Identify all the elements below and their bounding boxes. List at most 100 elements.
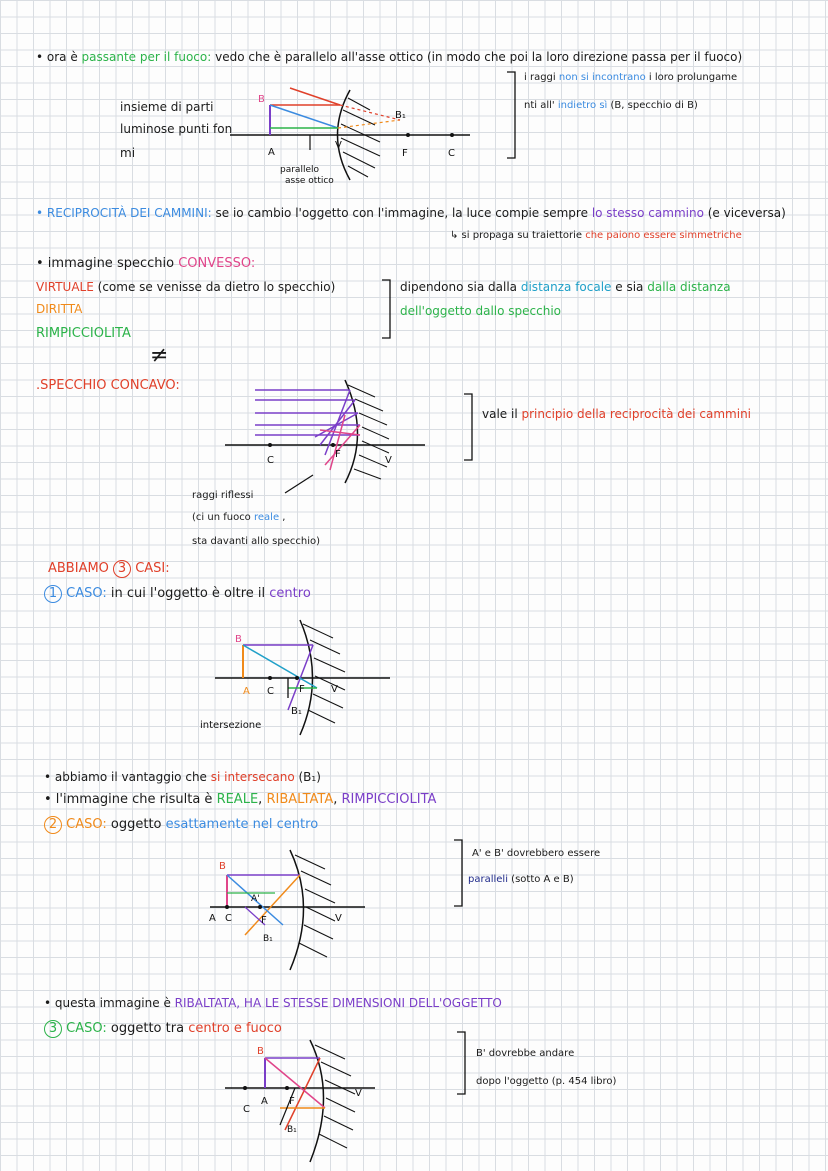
c3-label-c: C: [243, 1104, 250, 1115]
adv-b: si intersecano: [210, 770, 295, 784]
rn2b: indietro sì: [557, 100, 608, 111]
img-e: ,: [333, 792, 338, 807]
convex-rimpicciolita: RIMPICCIOLITA: [36, 326, 131, 341]
fig1-label-b1: B₁: [395, 110, 406, 121]
dep-d: dalla distanza: [647, 280, 731, 294]
left-note-2: luminose punti fon: [120, 122, 233, 136]
c1-label-intersezione: intersezione: [200, 720, 261, 731]
case2-note-2: paralleli (sotto A e B): [468, 874, 574, 886]
fig1-label-a: A: [268, 147, 275, 158]
rec-e: ↳ si propaga su traiettorie: [450, 230, 583, 241]
rn2a: nti all': [524, 100, 555, 111]
fig1-parallel-1: parallelo: [280, 165, 319, 175]
brace-5: [457, 1031, 466, 1095]
intro-line: • ora è passante per il fuoco: vedo che …: [36, 50, 742, 64]
c3-label-f: F: [289, 1096, 295, 1107]
left-note-3: mi: [120, 146, 136, 160]
rec-b: se io cambio l'oggetto con l'immagine, l…: [215, 206, 588, 220]
dep-a: dipendono sia dalla: [400, 280, 518, 294]
case1-number: 1: [44, 585, 62, 603]
case3-line: 3 CASO: oggetto tra centro e fuoco: [44, 1020, 282, 1038]
rn1a: i raggi: [524, 72, 556, 83]
concave-label-c: C: [267, 455, 274, 466]
c2-note-2b: (sotto A e B): [511, 874, 574, 885]
rays-note-1: raggi riflessi: [192, 490, 254, 501]
neq-symbol: ≠: [150, 343, 169, 368]
rec-f: che paiono essere simmetriche: [585, 230, 742, 241]
rays-2b: reale: [254, 512, 280, 523]
c2-note-2a: paralleli: [468, 874, 508, 885]
rec-a: • RECIPROCITÀ DEI CAMMINI:: [36, 206, 212, 220]
left-note-1: insieme di parti: [120, 100, 214, 114]
intro-text-a: • ora è: [36, 50, 78, 64]
convex-mirror-diagram-1: B B₁ A V F C parallelo asse ottico: [230, 87, 470, 186]
c2-label-c: C: [225, 913, 232, 924]
img-a: • l'immagine che risulta è: [44, 792, 213, 807]
case3-number: 3: [44, 1020, 62, 1038]
case1-text-b: centro: [269, 586, 311, 601]
rec-d: (e viceversa): [707, 206, 786, 220]
c3-label-b1: B₁: [287, 1125, 297, 1135]
dims-line: • questa immagine è RIBALTATA, HA LE STE…: [44, 996, 502, 1010]
case2-text-a: oggetto: [110, 817, 162, 832]
reciprocity-line: • RECIPROCITÀ DEI CAMMINI: se io cambio …: [36, 206, 786, 220]
fig1-label-b: B: [258, 94, 265, 105]
intro-text-b: passante per il fuoco:: [81, 50, 212, 64]
cases-title-a: ABBIAMO: [48, 561, 109, 576]
convex-title: • immagine specchio CONVESSO:: [36, 256, 255, 271]
cases-count-circle: 3: [113, 560, 132, 578]
brace-2: [382, 279, 391, 339]
c1-label-a: A: [243, 686, 250, 697]
rn1b: non si incontrano: [558, 72, 646, 83]
case3-note-2: dopo l'oggetto (p. 454 libro): [476, 1076, 617, 1087]
c2-label-v: V: [335, 913, 342, 924]
reciprocity-line-2: ↳ si propaga su traiettorie che paiono e…: [450, 230, 742, 242]
case3-diagram: B C A F V B₁: [225, 1039, 375, 1163]
intro-text-c: vedo che è parallelo all'asse ottico (in…: [215, 50, 743, 64]
adv-a: • abbiamo il vantaggio che: [44, 770, 207, 784]
img-b: REALE: [216, 792, 259, 807]
depend-line-2: dell'oggetto dallo specchio: [400, 304, 562, 318]
case2-diagram: B A' A C F V B₁: [209, 849, 365, 971]
img-c: ,: [258, 792, 263, 807]
case2-note-1: A' e B' dovrebbero essere: [472, 848, 601, 859]
case3-label: CASO:: [66, 1021, 107, 1036]
concave-mirror-diagram: C F V: [225, 379, 425, 494]
case2-line: 2 CASO: oggetto esattamente nel centro: [44, 816, 318, 834]
dims-a: • questa immagine è: [44, 996, 171, 1010]
case1-line: 1 CASO: in cui l'oggetto è oltre il cent…: [44, 585, 311, 603]
case3-note-1: B' dovrebbe andare: [476, 1048, 575, 1059]
brace-1: [507, 71, 516, 159]
adv-c: (B₁): [298, 770, 321, 784]
brace-4: [454, 839, 463, 907]
depend-line-1: dipendono sia dalla distanza focale e si…: [400, 280, 731, 294]
case3-text-b: centro e fuoco: [188, 1021, 282, 1036]
case2-label: CASO:: [66, 817, 107, 832]
cases-title: ABBIAMO 3 CASI:: [48, 560, 170, 578]
c3-label-a: A: [261, 1096, 268, 1107]
right-note-2: nti all' indietro sì (B, specchio di B): [524, 100, 698, 112]
dep-b: distanza focale: [520, 280, 612, 294]
concave-label-v: V: [385, 455, 392, 466]
case3-text-a: oggetto tra: [110, 1021, 185, 1036]
concave-note-b: principio della reciprocità dei cammini: [521, 407, 752, 421]
fig1-label-f: F: [402, 148, 408, 159]
image-result-line: • l'immagine che risulta è REALE, RIBALT…: [44, 792, 436, 807]
dims-b: RIBALTATA, HA LE STESSE DIMENSIONI DELL'…: [174, 996, 502, 1010]
convex-diritta: DIRITTA: [36, 302, 83, 316]
rays-2a: (ci un fuoco: [192, 512, 251, 523]
c2-label-b: B: [219, 861, 226, 872]
rn2c: (B, specchio di B): [610, 100, 698, 111]
case2-number: 2: [44, 816, 62, 834]
c1-label-b: B: [235, 634, 242, 645]
convex-title-a: • immagine specchio: [36, 256, 175, 271]
fig1-label-c: C: [448, 148, 455, 159]
fig1-parallel-2: asse ottico: [285, 176, 334, 186]
convex-virtuale: VIRTUALE (come se venisse da dietro lo s…: [36, 280, 335, 294]
img-f: RIMPICCIOLITA: [341, 792, 437, 807]
advantage-line: • abbiamo il vantaggio che si intersecan…: [44, 770, 321, 784]
img-d: RIBALTATA: [266, 792, 334, 807]
c2-label-b1: B₁: [263, 934, 273, 944]
c1-label-f: F: [299, 684, 305, 695]
c3-label-v: V: [355, 1088, 362, 1099]
